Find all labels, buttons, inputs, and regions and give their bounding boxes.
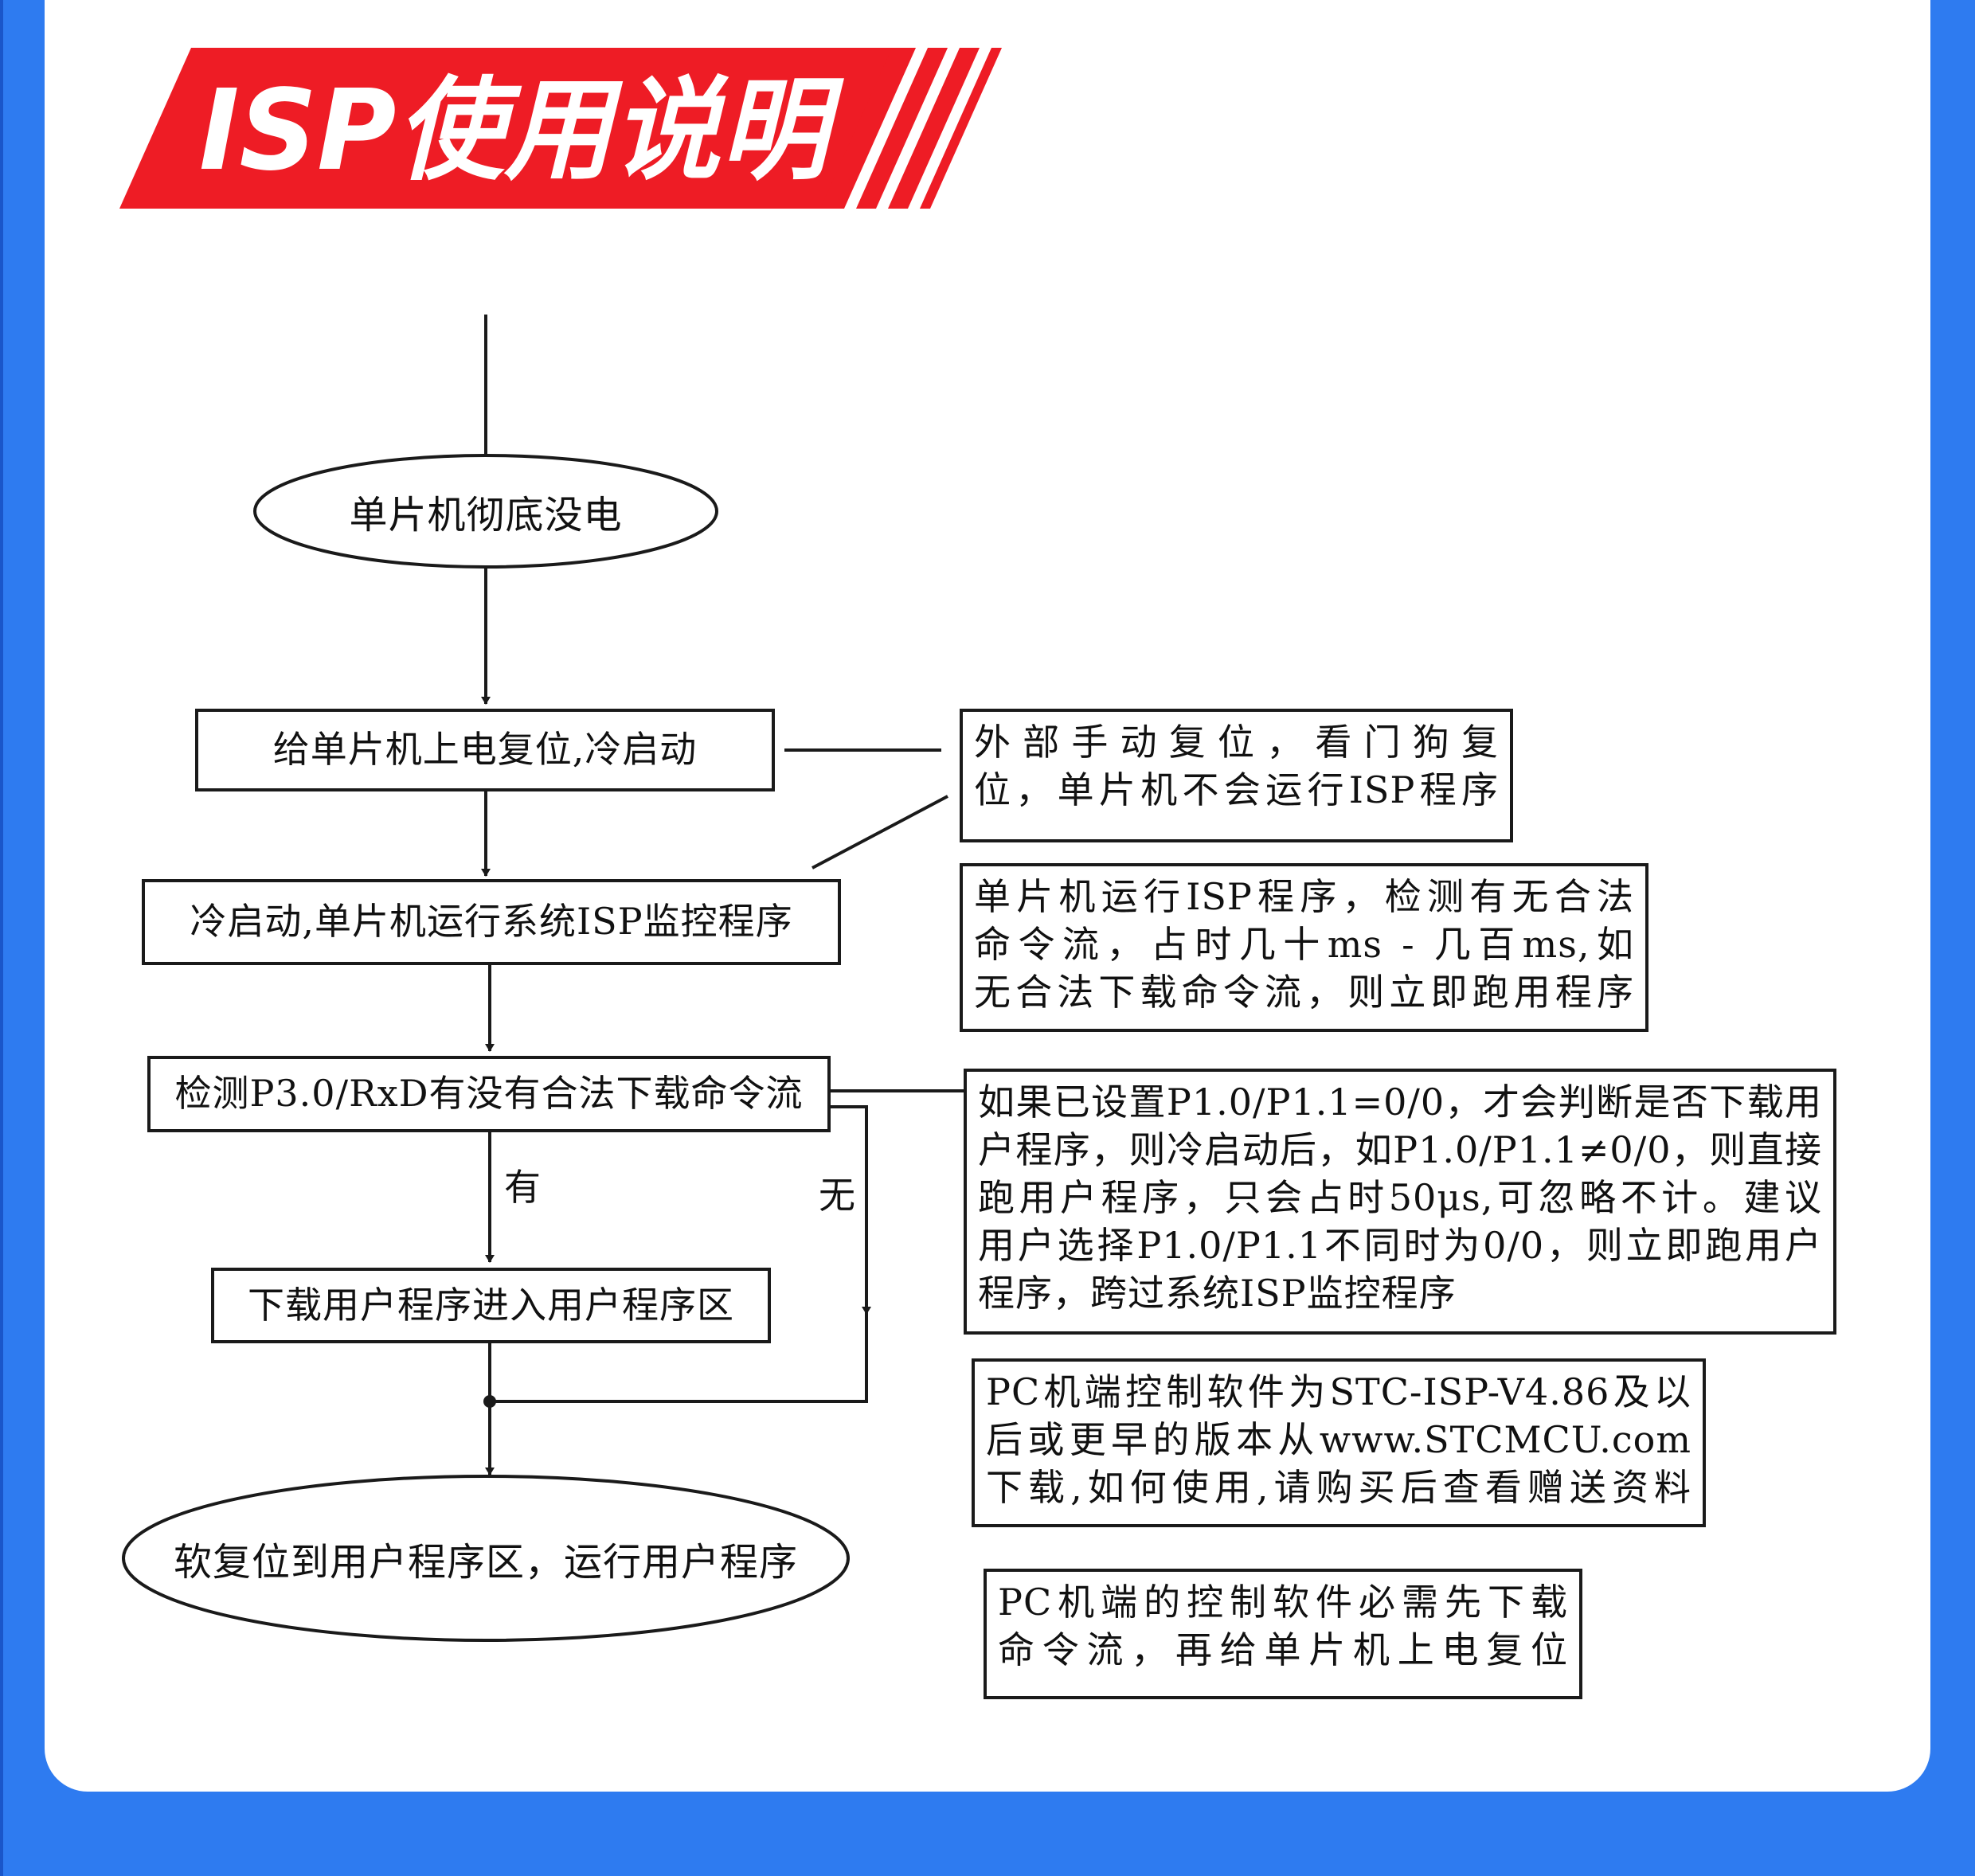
software-note-box: PC机端控制软件为STC-ISP-V4.86及以 后或更早的版本从www.STC… bbox=[972, 1358, 1706, 1527]
page-title: ISP使用说明 bbox=[199, 66, 844, 196]
end-ellipse bbox=[122, 1475, 850, 1642]
isp-note-box: 单片机运行ISP程序，检测有无合法 命令流，占时几十ms - 几百ms,如 无合… bbox=[960, 863, 1648, 1032]
p1-note-line: 跑用户程序，只会占时50μs,可忽略不计。建议 bbox=[978, 1176, 1822, 1219]
isp-note-line: 无合法下载命令流，则立即跑用程序 bbox=[974, 971, 1634, 1014]
banner-red-parallelogram bbox=[119, 48, 900, 209]
p1-note-line: 户程序，则冷启动后，如P1.0/P1.1≠0/0，则直接 bbox=[978, 1128, 1822, 1171]
no-branch-merge-line bbox=[490, 1314, 868, 1403]
banner-stripe-3 bbox=[888, 48, 980, 209]
software-note-line: 后或更早的版本从www.STCMCU.com bbox=[986, 1418, 1691, 1461]
p1-note-line: 程序，跨过系统ISP监控程序 bbox=[978, 1272, 1457, 1315]
isp-note-line: 单片机运行ISP程序，检测有无合法 bbox=[974, 875, 1634, 918]
end-node-label: 软复位到用户程序区，运行用户程序 bbox=[173, 1540, 798, 1585]
banner-stripe-1 bbox=[820, 48, 916, 209]
p1-note-line: 如果已设置P1.0/P1.1=0/0，才会判断是否下载用 bbox=[978, 1081, 1822, 1124]
no-branch-label: 无 bbox=[819, 1174, 855, 1217]
order-note-box: PC机端的控制软件必需先下载 命令流，再给单片机上电复位 bbox=[984, 1569, 1582, 1699]
reset-note-line: 位，单片机不会运行ISP程序 bbox=[974, 768, 1499, 811]
isp-note-line: 命令流，占时几十ms - 几百ms,如 bbox=[974, 923, 1634, 966]
detect-box: 检测P3.0/RxD有没有合法下载命令流 bbox=[147, 1056, 831, 1132]
yes-branch-label: 有 bbox=[504, 1166, 541, 1209]
no-branch-line bbox=[828, 1105, 871, 1315]
connector-run-isp-note bbox=[812, 795, 948, 870]
reset-note-line: 外部手动复位，看门狗复 bbox=[974, 721, 1499, 764]
title-banner: ISP使用说明 bbox=[119, 48, 1002, 209]
power-on-box: 给单片机上电复位,冷启动 bbox=[195, 709, 775, 791]
start-ellipse bbox=[253, 454, 718, 569]
run-isp-box: 冷启动,单片机运行系统ISP监控程序 bbox=[142, 879, 841, 965]
software-note-line: 下载,如何使用,请购买后查看赠送资料 bbox=[986, 1466, 1691, 1509]
download-box: 下载用户程序进入用户程序区 bbox=[211, 1268, 771, 1343]
merge-junction-dot bbox=[483, 1395, 496, 1408]
p1-note-box: 如果已设置P1.0/P1.1=0/0，才会判断是否下载用 户程序，则冷启动后，如… bbox=[964, 1069, 1836, 1335]
reset-note-box: 外部手动复位，看门狗复 位，单片机不会运行ISP程序 bbox=[960, 709, 1513, 842]
banner-stripe-4 bbox=[920, 48, 1002, 209]
order-note-line: PC机端的控制软件必需先下载 bbox=[998, 1581, 1568, 1624]
order-note-line: 命令流，再给单片机上电复位 bbox=[998, 1628, 1568, 1671]
banner-stripe-2 bbox=[856, 48, 948, 209]
software-note-line: PC机端控制软件为STC-ISP-V4.86及以 bbox=[986, 1370, 1691, 1413]
start-node-label: 单片机彻底没电 bbox=[349, 493, 623, 537]
p1-note-line: 用户选择P1.0/P1.1不同时为0/0，则立即跑用户 bbox=[978, 1224, 1822, 1267]
